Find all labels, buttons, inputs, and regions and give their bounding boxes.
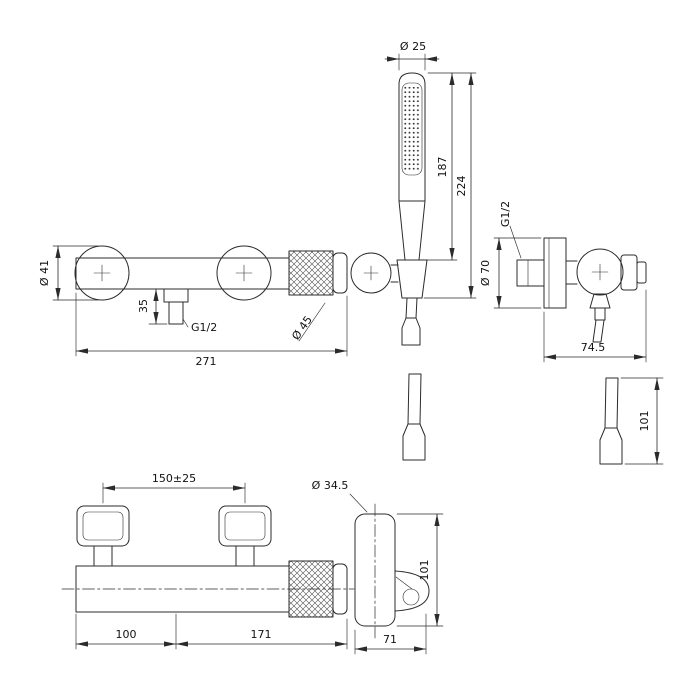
hose-neck xyxy=(405,297,418,319)
dim-outlet-offset: 35 xyxy=(137,299,150,313)
knob-detail-line xyxy=(395,576,413,590)
dim-bracket-depth: 71 xyxy=(383,633,397,646)
dim-bracket-height: 101 xyxy=(418,560,431,581)
label-outlet-thread: G1/2 xyxy=(191,321,217,334)
right-union-inner xyxy=(224,511,266,541)
handle-end-front-view xyxy=(402,373,426,461)
hose-start xyxy=(592,319,605,343)
body-side xyxy=(576,248,624,296)
mixer-body xyxy=(75,257,290,290)
handle-cap xyxy=(636,261,647,284)
handle-neck xyxy=(407,373,422,425)
holder-bracket-side-view: Ø 34.5 101 71 xyxy=(312,479,444,655)
handle-end-side-view: 101 xyxy=(599,377,664,465)
outlet-flange xyxy=(163,288,189,303)
bottom-outlet-nipple xyxy=(594,307,606,321)
left-stem xyxy=(93,545,113,567)
dim-inlet-spacing: 150±25 xyxy=(152,472,196,485)
mixer-side-view: G1/2 Ø 70 74.5 xyxy=(479,201,647,363)
dim-bracket-diameter: Ø 34.5 xyxy=(312,479,349,492)
right-stem xyxy=(235,545,255,567)
right-escutcheon xyxy=(216,245,272,301)
dim-escutcheon-diameter: Ø 41 xyxy=(38,260,51,286)
knob-cap xyxy=(332,252,348,294)
mixer-top-view: 150±25 100 171 xyxy=(61,472,355,650)
bottom-outlet-cone xyxy=(589,293,611,309)
holder-knob xyxy=(394,570,430,612)
shower-holder-front xyxy=(350,252,428,346)
dim-shower-total-length: 224 xyxy=(455,176,468,197)
handshower-front-view: Ø 25 187 224 xyxy=(384,40,477,299)
knob-detail xyxy=(402,588,420,606)
dim-holder-drop: 101 xyxy=(638,411,651,432)
center-mark xyxy=(93,264,111,282)
holder-cup xyxy=(396,259,428,299)
left-escutcheon xyxy=(74,245,130,301)
dim-shower-length: 187 xyxy=(436,157,449,178)
dim-right-span: 171 xyxy=(251,628,272,641)
dim-flange-diameter: Ø 70 xyxy=(479,260,492,286)
leader-line xyxy=(349,493,368,513)
mixer-front-view: Ø 41 35 G1/2 271 Ø 45 xyxy=(38,245,428,368)
escutcheon-side xyxy=(543,237,567,309)
dim-body-width: 271 xyxy=(196,355,217,368)
leader-line xyxy=(182,318,189,328)
center-mark xyxy=(591,263,609,281)
shower-faceplate-outline xyxy=(401,82,423,176)
hose-cone xyxy=(401,317,421,346)
leader-line xyxy=(298,302,326,342)
center-mark xyxy=(363,265,379,281)
leader-line xyxy=(509,225,522,259)
dim-body-depth: 74.5 xyxy=(581,341,606,354)
hose-cone xyxy=(599,427,623,465)
outlet-nipple xyxy=(168,301,184,325)
inlet-nipple xyxy=(516,259,545,287)
shower-head-outline xyxy=(398,72,426,261)
handle-neck xyxy=(604,377,619,429)
label-inlet-thread: G1/2 xyxy=(499,201,512,227)
dim-knob-diameter: Ø 45 xyxy=(289,314,315,343)
knurled-knob xyxy=(288,250,334,296)
hose-cone xyxy=(402,423,426,461)
left-union-inner xyxy=(82,511,124,541)
holder-flange xyxy=(350,252,392,294)
dim-left-span: 100 xyxy=(116,628,137,641)
dim-head-diameter: Ø 25 xyxy=(400,40,426,53)
center-mark xyxy=(235,264,253,282)
spray-nozzle-dots xyxy=(403,87,421,171)
